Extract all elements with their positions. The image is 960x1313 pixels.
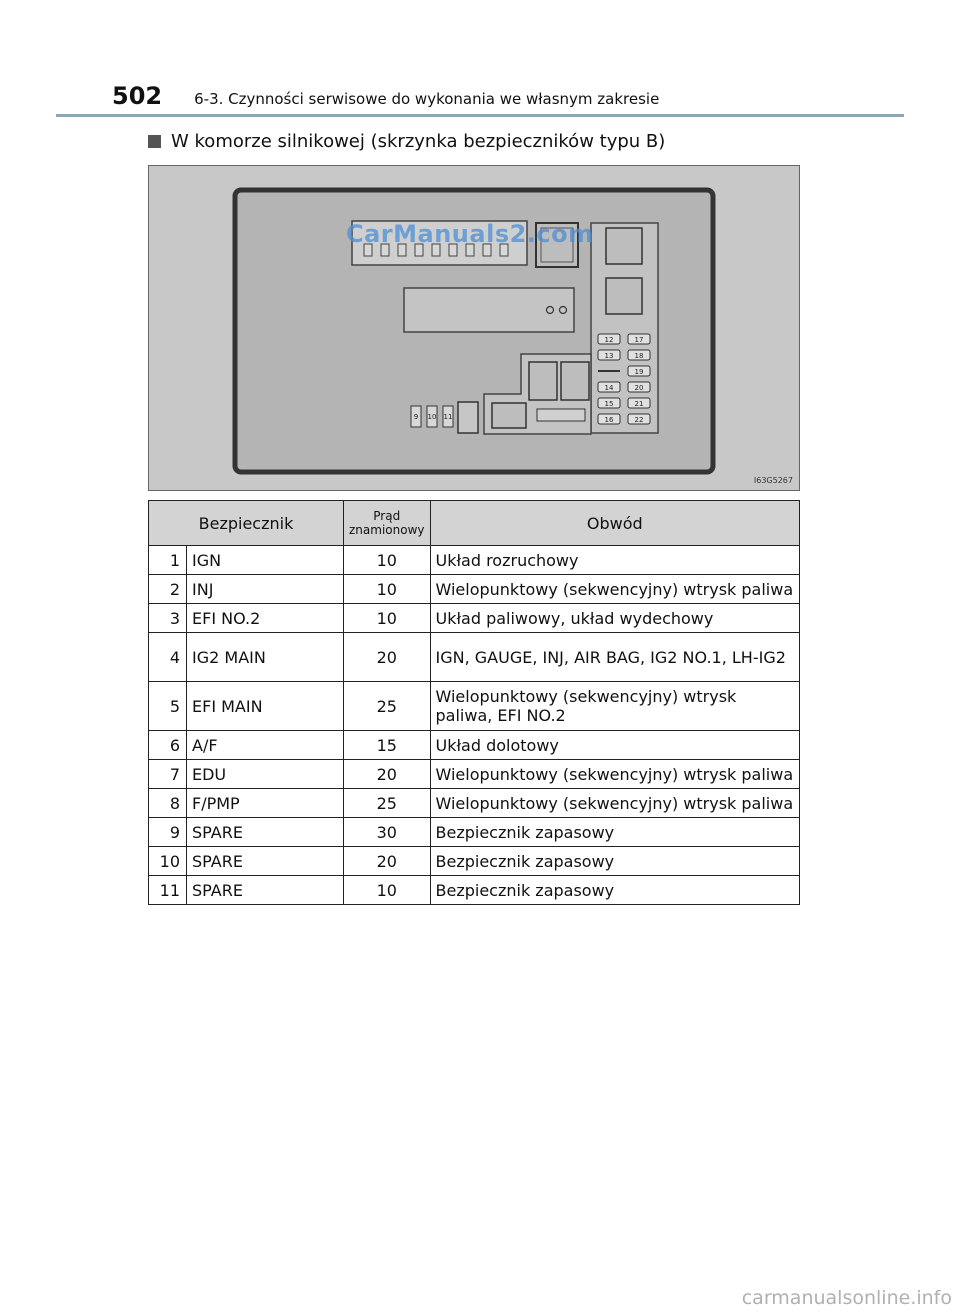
table-row: 2 INJ 10 Wielopunktowy (sekwencyjny) wtr… xyxy=(148,574,800,604)
table-row: 11 SPARE 10 Bezpiecznik zapasowy xyxy=(148,875,800,905)
row-number: 11 xyxy=(148,875,187,905)
table-row: 10 SPARE 20 Bezpiecznik zapasowy xyxy=(148,846,800,876)
table-row: 3 EFI NO.2 10 Układ paliwowy, układ wyde… xyxy=(148,603,800,633)
fuse-label-17: 17 xyxy=(635,336,644,344)
row-number: 10 xyxy=(148,846,187,876)
fuse-name: EDU xyxy=(186,759,344,789)
row-number: 5 xyxy=(148,681,187,731)
fuse-name: EFI NO.2 xyxy=(186,603,344,633)
fuse-name: IG2 MAIN xyxy=(186,632,344,682)
fuse-amperage: 25 xyxy=(343,788,431,818)
fuse-label-12: 12 xyxy=(605,336,614,344)
fuse-amperage: 30 xyxy=(343,817,431,847)
fuse-circuit: Wielopunktowy (sekwencyjny) wtrysk paliw… xyxy=(429,681,800,731)
fuse-label-20: 20 xyxy=(635,384,644,392)
header-divider xyxy=(56,114,904,117)
row-number: 9 xyxy=(148,817,187,847)
chapter-title: 6-3. Czynności serwisowe do wykonania we… xyxy=(194,90,660,108)
fuse-name: SPARE xyxy=(186,817,344,847)
fuse-circuit: Bezpiecznik zapasowy xyxy=(429,875,800,905)
fuse-name: IGN xyxy=(186,545,344,575)
fuse-label-11: 11 xyxy=(444,413,453,421)
fuse-circuit: IGN, GAUGE, INJ, AIR BAG, IG2 NO.1, LH-I… xyxy=(429,632,800,682)
page-number: 502 xyxy=(112,82,163,110)
fuse-amperage: 10 xyxy=(343,875,431,905)
table-row: 7 EDU 20 Wielopunktowy (sekwencyjny) wtr… xyxy=(148,759,800,789)
fuse-name: F/PMP xyxy=(186,788,344,818)
page-header: 502 6-3. Czynności serwisowe do wykonani… xyxy=(112,82,659,110)
row-number: 6 xyxy=(148,730,187,760)
figure-watermark: CarManuals2.com xyxy=(346,220,594,248)
table-row: 1 IGN 10 Układ rozruchowy xyxy=(148,545,800,575)
row-number: 4 xyxy=(148,632,187,682)
square-bullet-icon xyxy=(148,135,161,148)
table-row: 9 SPARE 30 Bezpiecznik zapasowy xyxy=(148,817,800,847)
fuse-label-18: 18 xyxy=(635,352,644,360)
fuse-name: EFI MAIN xyxy=(186,681,344,731)
fuse-label-13: 13 xyxy=(605,352,614,360)
table-row: 8 F/PMP 25 Wielopunktowy (sekwencyjny) w… xyxy=(148,788,800,818)
table-row: 4 IG2 MAIN 20 IGN, GAUGE, INJ, AIR BAG, … xyxy=(148,632,800,682)
row-number: 8 xyxy=(148,788,187,818)
row-number: 7 xyxy=(148,759,187,789)
section-heading: W komorze silnikowej (skrzynka bezpieczn… xyxy=(148,131,665,152)
figure-code: I63G5267 xyxy=(753,476,793,485)
header-current-line2: znamionowy xyxy=(349,523,425,537)
fuse-name: INJ xyxy=(186,574,344,604)
fuse-label-14: 14 xyxy=(605,384,614,392)
fuse-circuit: Układ paliwowy, układ wydechowy xyxy=(429,603,800,633)
fuse-box-illustration: 12 13 14 15 16 17 18 19 20 21 22 9 10 11 xyxy=(232,187,716,475)
fuse-circuit: Układ dolotowy xyxy=(429,730,800,760)
fuse-circuit: Wielopunktowy (sekwencyjny) wtrysk paliw… xyxy=(429,574,800,604)
fuse-name: SPARE xyxy=(186,846,344,876)
fuse-circuit: Wielopunktowy (sekwencyjny) wtrysk paliw… xyxy=(429,788,800,818)
fuse-amperage: 25 xyxy=(343,681,431,731)
fuse-name: A/F xyxy=(186,730,344,760)
row-number: 3 xyxy=(148,603,187,633)
fuse-box-diagram: 12 13 14 15 16 17 18 19 20 21 22 9 10 11… xyxy=(148,165,800,491)
fuse-label-19: 19 xyxy=(635,368,644,376)
fuse-amperage: 10 xyxy=(343,545,431,575)
site-watermark: carmanualsonline.info xyxy=(741,1287,952,1309)
fuse-circuit: Bezpiecznik zapasowy xyxy=(429,817,800,847)
fuse-label-21: 21 xyxy=(635,400,644,408)
fuse-amperage: 10 xyxy=(343,603,431,633)
fuse-amperage: 20 xyxy=(343,846,431,876)
row-number: 1 xyxy=(148,545,187,575)
fuse-label-10: 10 xyxy=(428,413,437,421)
fuse-label-15: 15 xyxy=(605,400,614,408)
fuse-label-9: 9 xyxy=(414,413,418,421)
fuse-amperage: 20 xyxy=(343,632,431,682)
fuse-circuit: Wielopunktowy (sekwencyjny) wtrysk paliw… xyxy=(429,759,800,789)
fuse-label-16: 16 xyxy=(605,416,614,424)
table-row: 5 EFI MAIN 25 Wielopunktowy (sekwencyjny… xyxy=(148,681,800,731)
fuse-circuit: Układ rozruchowy xyxy=(429,545,800,575)
table-row: 6 A/F 15 Układ dolotowy xyxy=(148,730,800,760)
header-current-line1: Prąd xyxy=(373,509,401,523)
header-fuse: Bezpiecznik xyxy=(148,500,344,546)
row-number: 2 xyxy=(148,574,187,604)
fuse-circuit: Bezpiecznik zapasowy xyxy=(429,846,800,876)
section-title: W komorze silnikowej (skrzynka bezpieczn… xyxy=(171,131,666,152)
fuse-name: SPARE xyxy=(186,875,344,905)
fuse-amperage: 10 xyxy=(343,574,431,604)
fuse-amperage: 20 xyxy=(343,759,431,789)
fuse-label-22: 22 xyxy=(635,416,644,424)
header-circuit: Obwód xyxy=(429,500,800,546)
fuse-amperage: 15 xyxy=(343,730,431,760)
